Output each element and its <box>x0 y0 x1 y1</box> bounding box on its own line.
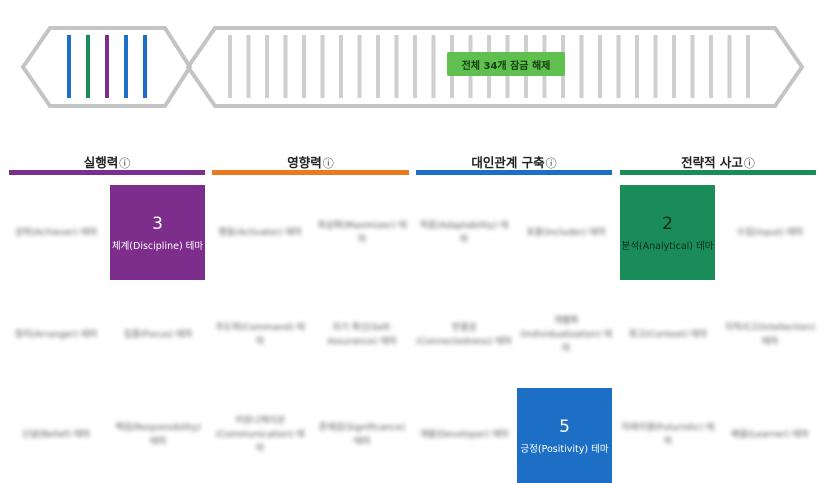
theme-name: 분석(Analytical) 테마 <box>621 240 714 252</box>
locked-theme-stripe <box>579 35 584 98</box>
category-label: 전략적 사고 <box>681 155 743 170</box>
category-influencing[interactable]: 영향력ⓘ <box>212 152 409 176</box>
unlocked-theme-stripe <box>105 35 109 98</box>
locked-theme-card[interactable]: 배움(Learner) 테마 <box>731 430 809 440</box>
theme-dna-strand <box>20 26 805 108</box>
category-label: 대인관계 구축 <box>471 155 545 170</box>
theme-name: 체계(Discipline) 테마 <box>111 240 204 252</box>
info-icon[interactable]: ⓘ <box>119 157 131 170</box>
locked-theme-card[interactable]: 신념(Belief) 테마 <box>21 430 91 440</box>
locked-theme-stripe <box>265 35 269 98</box>
locked-theme-card[interactable]: 행동(Activator) 테마 <box>218 228 302 238</box>
locked-theme-card[interactable]: 미래지향(Futuristic) 테마 <box>621 423 715 447</box>
locked-theme-stripe <box>746 35 750 98</box>
locked-theme-card[interactable]: 지적사고(Intellection) 테마 <box>724 323 816 347</box>
locked-theme-card[interactable]: 주도력(Command) 테마 <box>215 323 305 347</box>
locked-theme-card[interactable]: 적응(Adaptability) 테마 <box>419 221 509 245</box>
theme-card-analytical[interactable]: 2 분석(Analytical) 테마 <box>620 185 715 280</box>
locked-theme-stripe <box>635 35 639 98</box>
locked-theme-stripe <box>228 35 232 98</box>
locked-theme-card[interactable]: 최상화(Maximizer) 테마 <box>317 221 407 245</box>
theme-card-discipline[interactable]: 3 체계(Discipline) 테마 <box>110 185 205 280</box>
category-color-bar <box>416 170 612 175</box>
locked-theme-card[interactable]: 자기 확신(Self-Assurance) 테마 <box>327 323 397 347</box>
category-color-bar <box>9 170 205 175</box>
locked-theme-stripe <box>672 35 676 98</box>
locked-theme-card[interactable]: 성취(Achiever) 테마 <box>14 228 98 238</box>
locked-theme-card[interactable]: 존재감(Significance) 테마 <box>318 423 406 447</box>
info-icon[interactable]: ⓘ <box>322 157 334 170</box>
locked-theme-card[interactable]: 회고(Context) 테마 <box>628 330 708 340</box>
locked-theme-stripe <box>302 35 306 98</box>
theme-card-positivity[interactable]: 5 긍정(Positivity) 테마 <box>517 388 612 483</box>
locked-themes-strand <box>185 26 805 108</box>
locked-theme-card[interactable]: 포용(Includer) 테마 <box>526 228 606 238</box>
unlocked-theme-stripe <box>86 35 90 98</box>
theme-rank: 3 <box>152 213 163 234</box>
unlocked-theme-stripe <box>143 35 147 98</box>
locked-theme-card[interactable]: 연결성(Connectedness) 테마 <box>416 323 512 347</box>
category-color-bar <box>212 170 409 175</box>
category-label: 영향력 <box>287 155 322 170</box>
category-color-bar <box>620 170 816 175</box>
theme-name: 긍정(Positivity) 테마 <box>520 443 609 455</box>
category-relationship-building[interactable]: 대인관계 구축ⓘ <box>416 152 612 176</box>
locked-theme-stripe <box>616 35 621 98</box>
locked-theme-stripe <box>431 35 436 98</box>
locked-theme-stripe <box>727 35 732 98</box>
locked-theme-stripe <box>709 35 713 98</box>
unlocked-themes-strand <box>20 26 193 108</box>
unlock-all-button[interactable]: 전체 34개 잠금 해제 <box>447 52 565 76</box>
category-label: 실행력 <box>83 155 119 170</box>
locked-theme-stripe <box>394 35 399 98</box>
locked-theme-stripe <box>246 35 251 98</box>
locked-theme-stripe <box>413 35 417 98</box>
unlocked-theme-stripe <box>67 35 71 98</box>
locked-theme-card[interactable]: 집중(Focus) 테마 <box>123 330 193 340</box>
info-icon[interactable]: ⓘ <box>545 157 557 170</box>
locked-theme-card[interactable]: 개발(Developer) 테마 <box>419 430 509 440</box>
locked-theme-stripe <box>357 35 362 98</box>
locked-theme-card[interactable]: 수집(Input) 테마 <box>736 228 804 238</box>
category-executing[interactable]: 실행력ⓘ <box>9 152 205 176</box>
locked-theme-stripe <box>339 35 343 98</box>
theme-rank: 2 <box>662 213 673 234</box>
info-icon[interactable]: ⓘ <box>743 157 755 170</box>
locked-theme-card[interactable]: 정리(Arranger) 테마 <box>14 330 98 340</box>
locked-theme-card[interactable]: 책임(Responsibility) 테마 <box>115 423 201 447</box>
locked-theme-stripe <box>690 35 695 98</box>
category-strategic-thinking[interactable]: 전략적 사고ⓘ <box>620 152 816 176</box>
locked-theme-card[interactable]: 개별화(Individualization) 테마 <box>520 316 612 354</box>
theme-rank: 5 <box>559 416 570 437</box>
locked-theme-stripe <box>598 35 602 98</box>
locked-theme-stripe <box>283 35 288 98</box>
locked-theme-card[interactable]: 커뮤니케이션(Communication) 테마 <box>215 416 305 454</box>
locked-theme-stripe <box>376 35 380 98</box>
unlocked-theme-stripe <box>124 35 128 98</box>
locked-theme-stripe <box>320 35 325 98</box>
locked-theme-stripe <box>653 35 658 98</box>
